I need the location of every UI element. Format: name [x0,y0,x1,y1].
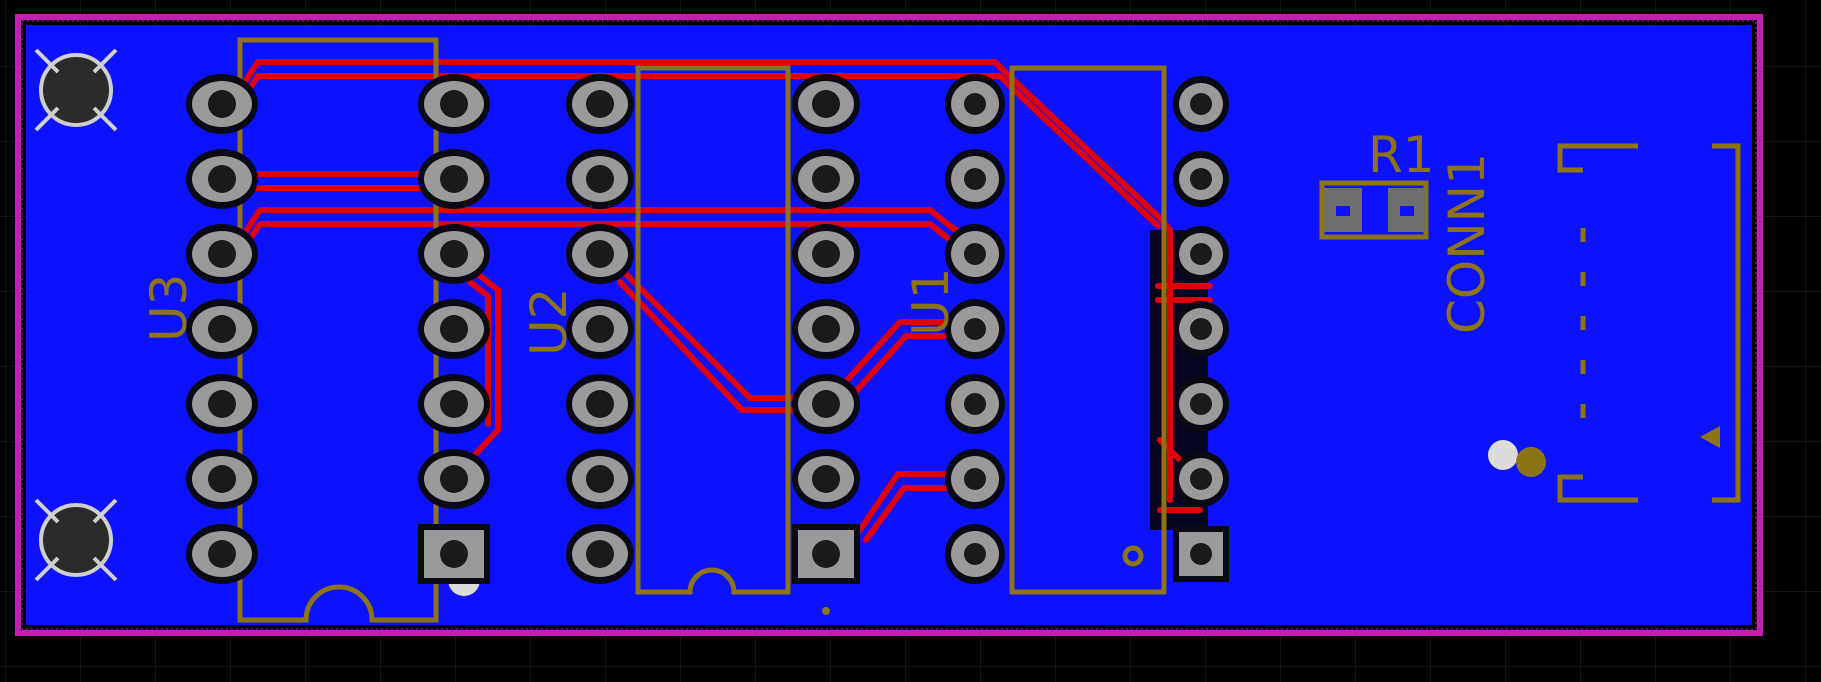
component-pads[interactable] [186,74,1229,584]
r1-pads[interactable] [1324,188,1426,232]
pad-drill [812,540,840,568]
u2-outline [635,65,791,595]
pad-drill [208,465,236,493]
via-marker [1516,447,1546,477]
pad-drill [964,393,986,415]
pad-drill [964,318,986,340]
conn1-bracket-left [1557,143,1638,173]
pad-drill [812,165,840,193]
pad-drill [440,165,468,193]
conn1-bracket-right [1712,143,1741,503]
u3-outline [237,37,439,623]
pad-drill [440,240,468,268]
pad-drill [586,165,614,193]
designator-u3: U3 [140,274,198,342]
pad-drill [812,240,840,268]
small-dot [822,607,830,615]
pad-drill [964,468,986,490]
trace [467,265,501,463]
pad-drill [812,90,840,118]
pad-drill [208,90,236,118]
pad-drill [964,93,986,115]
pad-drill [964,543,986,565]
pad-drill [208,540,236,568]
pad-drill [964,243,986,265]
pad-drill [1190,318,1212,340]
pad-drill [1190,93,1212,115]
trace [467,279,491,427]
pad-drill [1190,243,1212,265]
designator-u2: U2 [520,288,578,356]
pad-drill [812,315,840,343]
pad-drill [440,90,468,118]
trace [235,73,1161,229]
pad-drill [208,165,236,193]
pad-drill [440,540,468,568]
pad-drill [586,315,614,343]
pad-drill [586,465,614,493]
designator-conn1: CONN1 [1438,153,1496,334]
pad-drill [440,390,468,418]
pad-drill [208,390,236,418]
pad-drill [586,240,614,268]
u1-pin1-marker [1122,545,1144,567]
copper-pour[interactable] [26,25,1752,625]
trace [235,59,1173,503]
designator-r1: R1 [1368,126,1435,184]
pad-drill [812,465,840,493]
conn1-pin1-arrow-icon [1700,426,1720,448]
pad-drill [586,90,614,118]
designator-u1: U1 [902,268,960,336]
board-outline-inner [21,20,1757,630]
pad-drill [1190,543,1212,565]
pad-drill [1190,393,1212,415]
conn1-bracket-left-bottom [1557,474,1638,503]
mounting-hole-top-left[interactable] [34,48,118,132]
board-outline [15,14,1763,636]
pad-drill [440,315,468,343]
pad-drill [812,390,840,418]
pad-drill [208,240,236,268]
pad-drill [586,540,614,568]
mounting-hole-bottom-left[interactable] [34,498,118,582]
u1-outline [1009,65,1167,595]
pad-drill [586,390,614,418]
pad-drill [208,315,236,343]
via-marker [1488,440,1518,470]
pad-drill [440,465,468,493]
pad-drill [1190,168,1212,190]
pad-drill [964,168,986,190]
pad-drill [1190,468,1212,490]
silkscreen [237,37,1741,623]
